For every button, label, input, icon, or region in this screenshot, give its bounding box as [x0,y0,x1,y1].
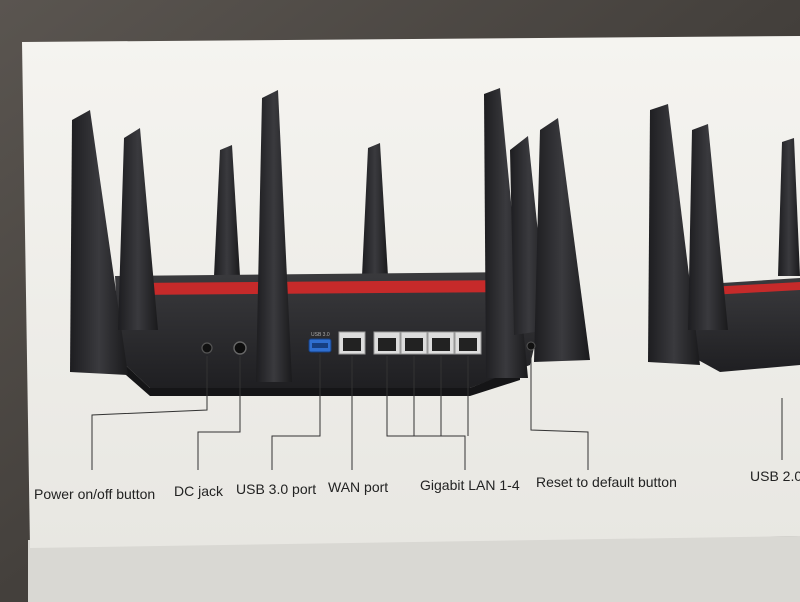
lan-port-socket [432,338,450,351]
antenna [70,110,128,375]
callout-line-reset [530,352,589,470]
antenna [648,104,700,365]
usb3-port-slot [312,343,328,348]
callout-line-usb3 [271,354,321,470]
box-lower-edge [28,536,800,602]
label-usb2-port: USB 2.0 [750,468,800,484]
antenna [214,145,240,276]
label-gigabit-lan: Gigabit LAN 1-4 [420,477,520,493]
antenna [362,143,388,276]
usb3-port-label: USB 3.0 [311,332,330,338]
callout-line-dc-jack [197,356,241,470]
lan-port-socket [378,338,396,351]
router-secondary [648,104,800,372]
label-power-button: Power on/off button [34,486,156,502]
label-reset-button: Reset to default button [536,474,677,490]
router-main: USB 3.0 [70,88,590,396]
power-button [201,342,213,354]
label-usb3-port: USB 3.0 port [236,481,317,497]
reset-button [526,341,536,351]
antenna [688,124,728,330]
label-wan-port: WAN port [328,479,389,495]
dc-jack [233,341,247,355]
antenna [778,138,800,276]
antenna [118,128,158,330]
router-base [118,360,520,396]
label-dc-jack: DC jack [174,483,224,499]
lan-ports [373,331,482,355]
wan-port-socket [343,338,361,351]
antenna [256,90,292,382]
callout-line-lan [386,356,466,470]
callout-line-power [91,356,208,470]
accent-stripe [120,280,522,295]
lan-port-socket [459,338,477,351]
antenna [534,118,590,362]
lan-port-socket [405,338,423,351]
router-body [115,272,545,388]
callout-lines [91,352,783,470]
